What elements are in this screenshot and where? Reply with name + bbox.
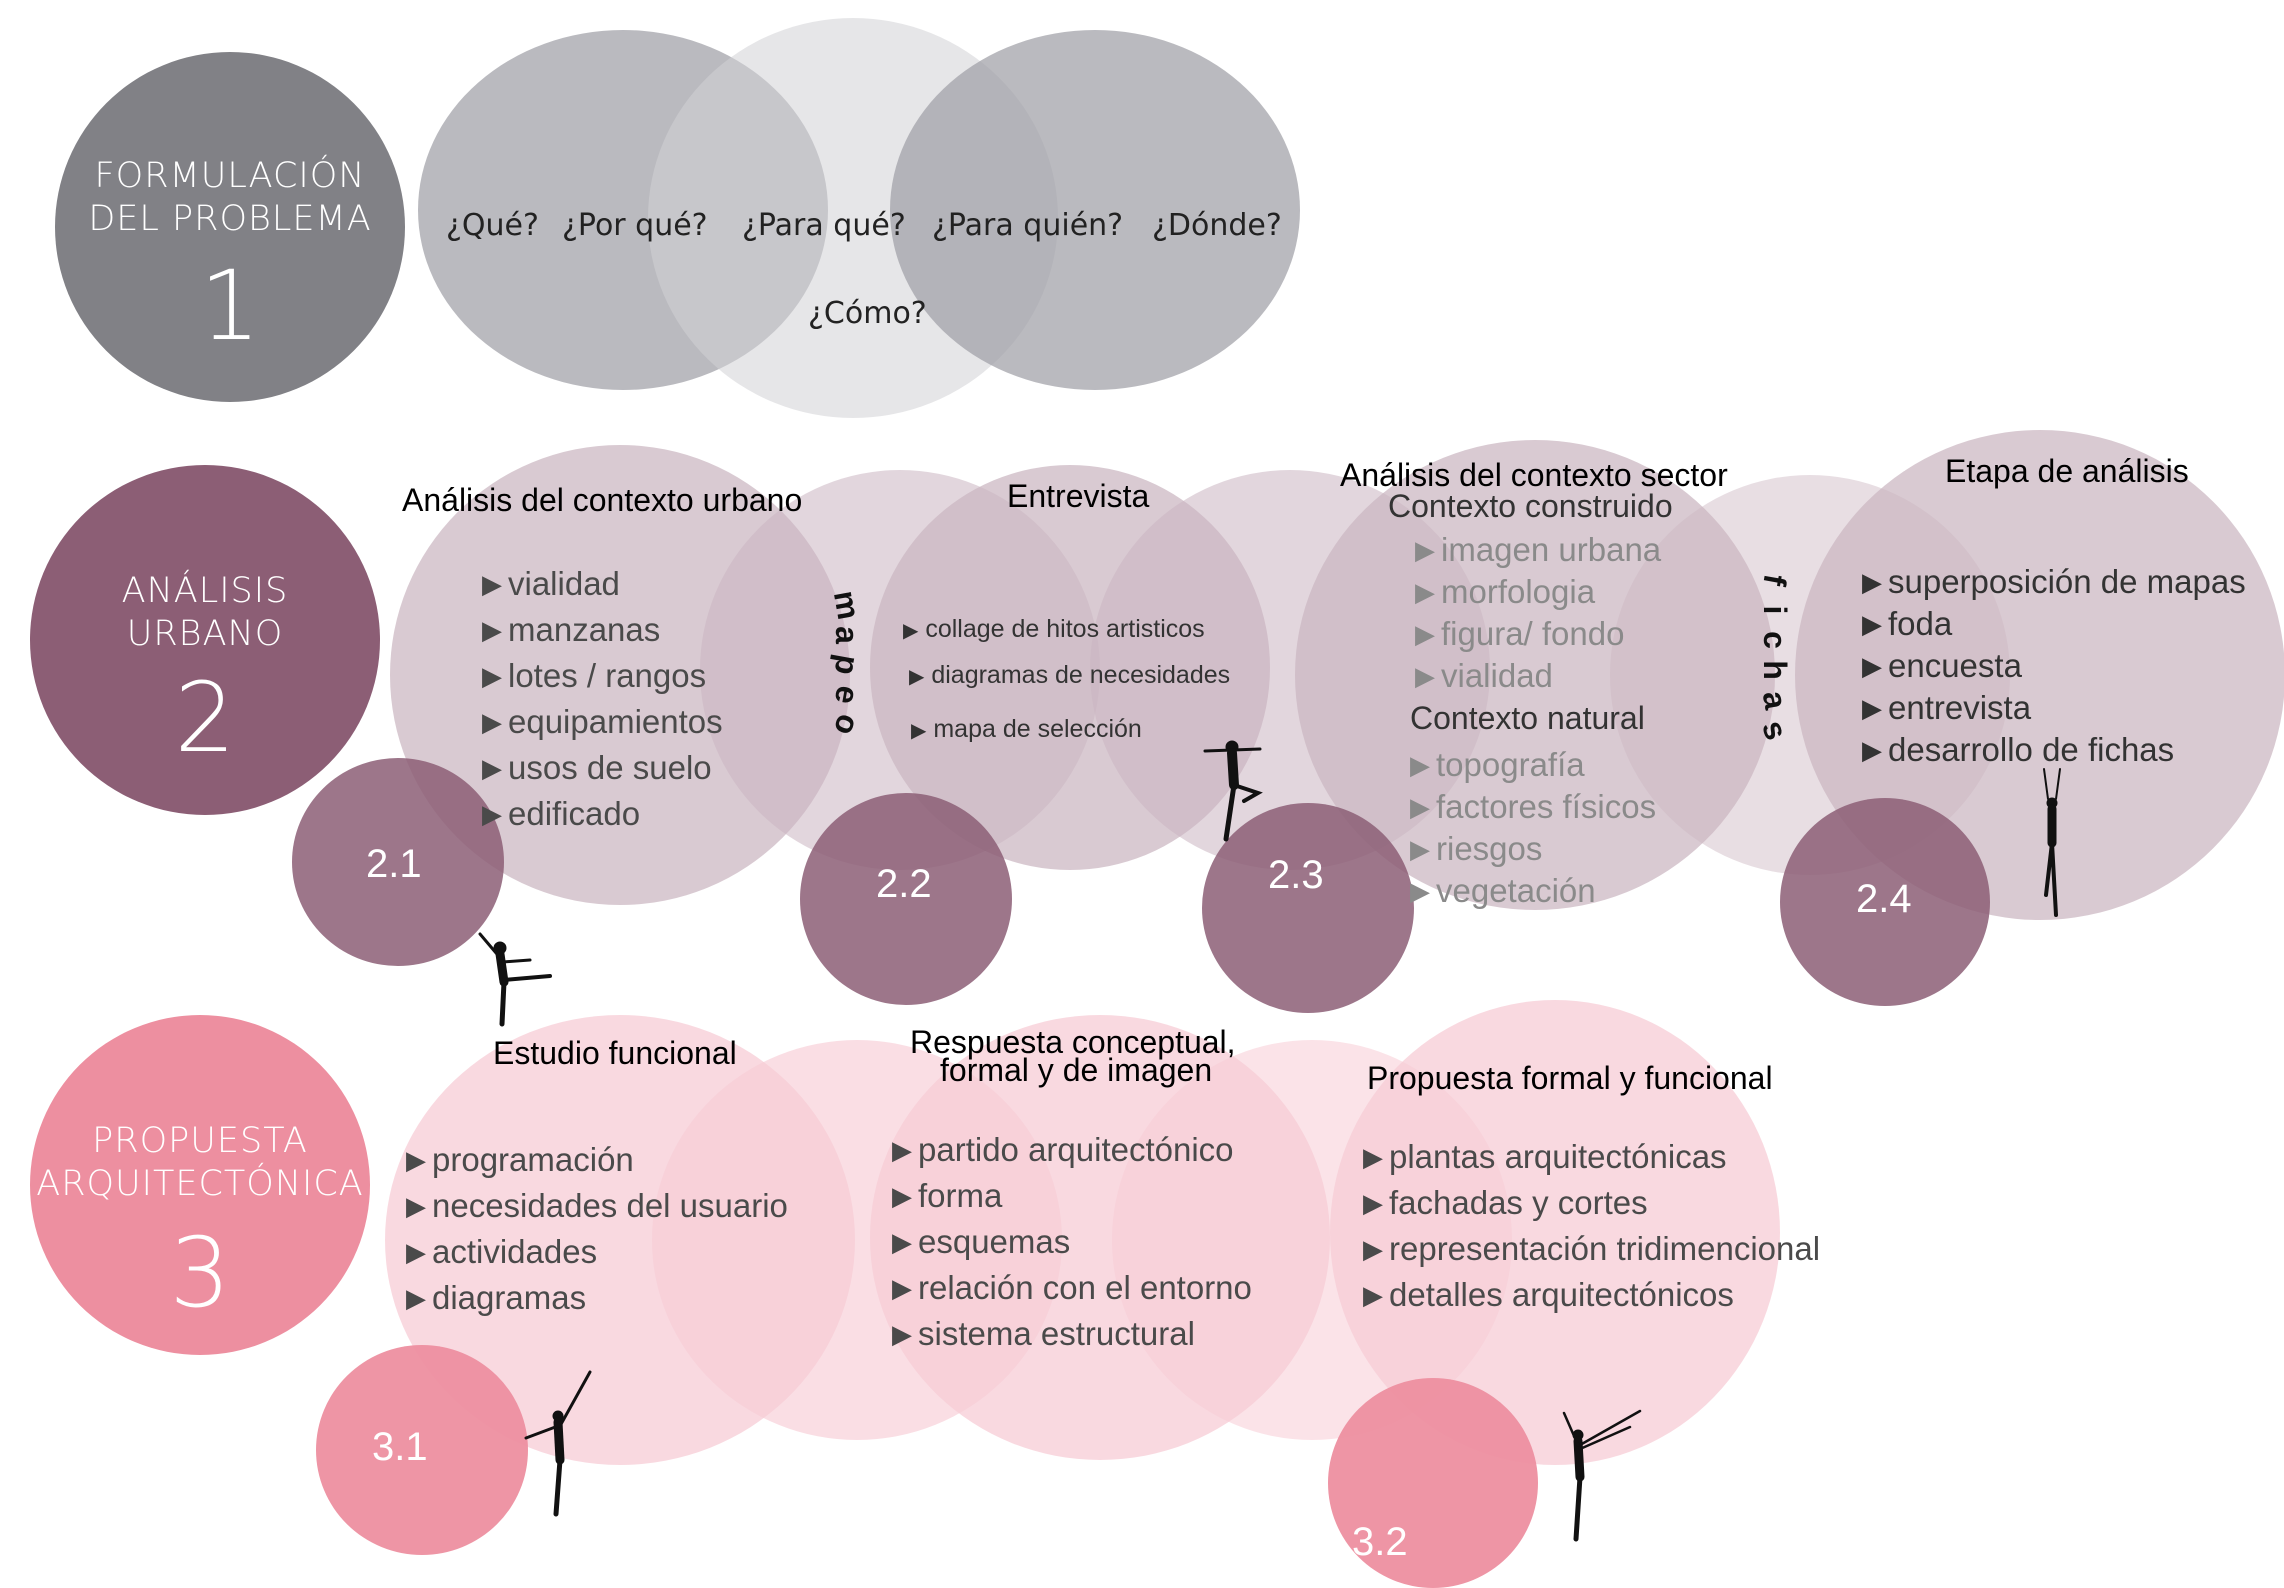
s22-list: ▶ collage de hitos artisticos ▶ diagrama…	[903, 605, 1230, 755]
s31-item: programación	[406, 1138, 788, 1184]
mid-item: forma	[892, 1174, 1252, 1220]
question-what: ¿Qué?	[446, 208, 539, 243]
s23-item: vegetación	[1410, 871, 1656, 913]
stage2-label-line1: ANÁLISIS	[121, 571, 289, 611]
s23-item: riesgos	[1410, 829, 1656, 871]
s23-subtitle-built: Contexto construido	[1388, 488, 1673, 524]
s22-circle	[800, 793, 1012, 1005]
s21-item: equipamientos	[482, 700, 723, 746]
s24-number: 2.4	[1856, 877, 1912, 921]
s21-list: vialidad manzanas lotes / rangos equipam…	[482, 562, 723, 838]
s24-item: foda	[1862, 604, 2246, 646]
s32-item: fachadas y cortes	[1363, 1181, 1820, 1227]
s22-title: Entrevista	[1007, 478, 1150, 514]
mid-title-line1: Respuesta conceptual,	[910, 1024, 1236, 1060]
s21-title: Análisis del contexto urbano	[402, 482, 803, 518]
s21-item: manzanas	[482, 608, 723, 654]
s32-circle	[1328, 1378, 1538, 1588]
s22-item-text: diagramas de necesidades	[931, 661, 1231, 689]
s22-number: 2.2	[876, 862, 932, 906]
stage2-label: ANÁLISIS URBANO	[30, 570, 380, 656]
dancer-icon	[2043, 768, 2061, 917]
s24-title: Etapa de análisis	[1945, 453, 2189, 489]
stage1-label: FORMULACIÓN DEL PROBLEMA	[55, 155, 405, 241]
stage3-number: 3	[169, 1217, 231, 1329]
s21-number: 2.1	[366, 842, 422, 886]
s32-number: 3.2	[1352, 1520, 1408, 1564]
mid-list: partido arquitectónico forma esquemas re…	[892, 1128, 1252, 1358]
dancer-icon	[478, 932, 552, 1027]
s23-item: topografía	[1410, 745, 1656, 787]
s32-item: detalles arquitectónicos	[1363, 1273, 1820, 1319]
stage3-label: PROPUESTA ARQUITECTÓNICA	[20, 1120, 380, 1206]
dancer-icon	[524, 1370, 592, 1517]
s23-circle	[1202, 803, 1414, 1013]
s31-number: 3.1	[372, 1425, 428, 1469]
stage2-circle	[30, 465, 380, 815]
s32-list: plantas arquitectónicas fachadas y corte…	[1363, 1135, 1820, 1319]
stage3-label-line2: ARQUITECTÓNICA	[36, 1164, 364, 1204]
s22-item-text: mapa de selección	[933, 715, 1142, 743]
s31-circle	[316, 1345, 528, 1555]
s23-list-built: imagen urbana morfologia figura/ fondo v…	[1415, 530, 1661, 698]
s23-list-natural: topografía factores físicos riesgos vege…	[1410, 745, 1656, 913]
mid-item: sistema estructural	[892, 1312, 1252, 1358]
s21-item: vialidad	[482, 562, 723, 608]
stage2-label-line2: URBANO	[126, 614, 284, 654]
stage1-label-line1: FORMULACIÓN	[94, 156, 366, 196]
s31-title: Estudio funcional	[493, 1035, 737, 1071]
dancer-icon	[1562, 1409, 1642, 1542]
stage3-circle	[30, 1015, 370, 1355]
s31-list: programación necesidades del usuario act…	[406, 1138, 788, 1322]
s21-item: edificado	[482, 792, 723, 838]
s23-item: vialidad	[1415, 656, 1661, 698]
s32-item: plantas arquitectónicas	[1363, 1135, 1820, 1181]
s24-item: desarrollo de fichas	[1862, 730, 2246, 772]
mid-item: relación con el entorno	[892, 1266, 1252, 1312]
s23-item: factores físicos	[1410, 787, 1656, 829]
stage1-circle	[55, 52, 405, 402]
s23-item: morfologia	[1415, 572, 1661, 614]
question-where: ¿Dónde?	[1152, 208, 1282, 243]
venn-circle-right	[890, 30, 1300, 390]
s31-item: necesidades del usuario	[406, 1184, 788, 1230]
s31-item: actividades	[406, 1230, 788, 1276]
s22-item: ▶ diagramas de necesidades	[909, 661, 1231, 689]
s24-list: superposición de mapas foda encuesta ent…	[1862, 562, 2246, 772]
s23-title: Análisis del contexto sector	[1340, 457, 1728, 493]
question-for-whom: ¿Para quién?	[932, 208, 1124, 243]
s23-item: figura/ fondo	[1415, 614, 1661, 656]
s23-item: imagen urbana	[1415, 530, 1661, 572]
stage1-number: 1	[199, 250, 261, 362]
s24-circle	[1780, 798, 1990, 1006]
question-what-for: ¿Para qué?	[742, 208, 906, 243]
s21-item: lotes / rangos	[482, 654, 723, 700]
s24-item: entrevista	[1862, 688, 2246, 730]
mid-item: esquemas	[892, 1220, 1252, 1266]
dancer-icon	[1203, 740, 1263, 842]
s22-item-text: collage de hitos artisticos	[925, 615, 1205, 643]
s22-item: ▶ mapa de selección	[911, 715, 1142, 743]
s21-circle	[292, 758, 504, 966]
mid-title: Respuesta conceptual, formal y de imagen	[910, 1024, 1236, 1088]
s22-item: ▶ collage de hitos artisticos	[903, 615, 1205, 643]
s23-subtitle-natural: Contexto natural	[1410, 700, 1645, 736]
stage1-label-line2: DEL PROBLEMA	[88, 199, 372, 239]
question-how: ¿Cómo?	[808, 296, 927, 331]
s23-number: 2.3	[1268, 853, 1324, 897]
s31-item: diagramas	[406, 1276, 788, 1322]
stage3-label-line1: PROPUESTA	[92, 1121, 308, 1161]
s32-title: Propuesta formal y funcional	[1367, 1060, 1773, 1096]
s24-item: encuesta	[1862, 646, 2246, 688]
s24-item: superposición de mapas	[1862, 562, 2246, 604]
stage2-number: 2	[174, 662, 236, 774]
mid-title-line2: formal y de imagen	[940, 1052, 1213, 1088]
question-why: ¿Por qué?	[562, 208, 708, 243]
s21-item: usos de suelo	[482, 746, 723, 792]
mid-item: partido arquitectónico	[892, 1128, 1252, 1174]
s32-item: representación tridimencional	[1363, 1227, 1820, 1273]
